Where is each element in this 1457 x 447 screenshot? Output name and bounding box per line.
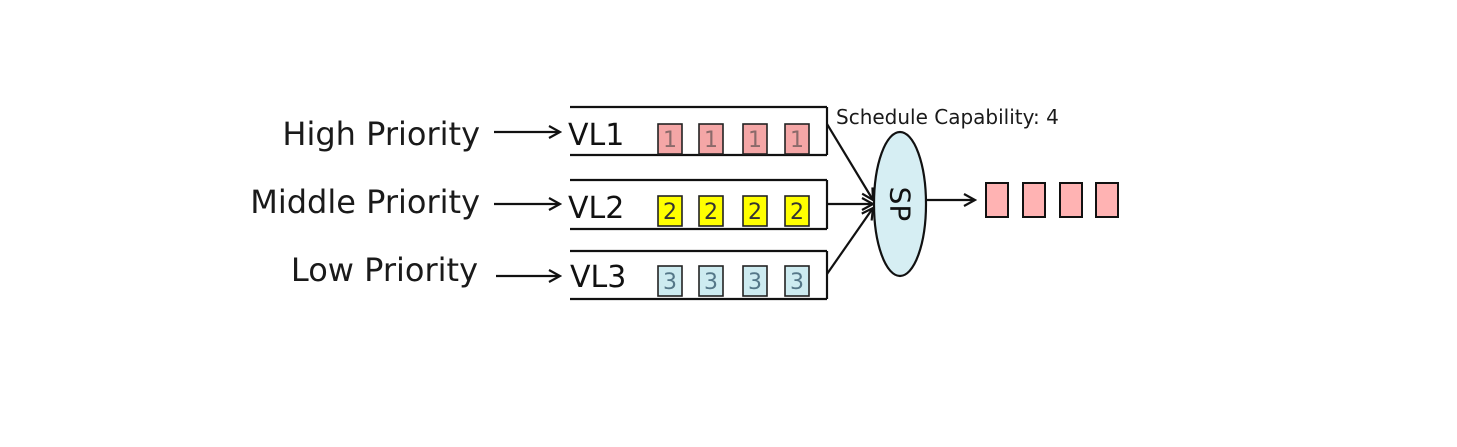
packet-vl1-1 xyxy=(657,123,683,155)
queue-row-vl3: Low Priority VL3 3 3 3 3 xyxy=(291,249,829,301)
connector-vl3-to-sp xyxy=(826,208,873,275)
packet-label-vl2-3: 2 xyxy=(748,200,762,225)
sp-label: SP xyxy=(884,187,917,222)
sp-scheduler xyxy=(872,130,928,278)
packets-vl2: 2 2 2 2 xyxy=(657,195,810,227)
queue-row-vl1: High Priority VL1 1 1 1 1 xyxy=(282,105,829,157)
packet-label-vl1-1: 1 xyxy=(663,128,677,153)
packets-vl1: 1 1 1 1 xyxy=(657,123,810,155)
queue-row-vl2: Middle Priority VL2 2 2 2 2 xyxy=(250,178,829,231)
packet-label-vl1-2: 1 xyxy=(704,128,718,153)
packet-vl3-1 xyxy=(657,265,683,297)
packet-label-vl2-2: 2 xyxy=(704,200,718,225)
output-packets xyxy=(985,182,1119,218)
queue-box-vl1 xyxy=(570,105,829,157)
vl-label-vl3: VL3 xyxy=(570,260,626,295)
packet-label-vl3-2: 3 xyxy=(704,270,718,295)
packet-vl2-3 xyxy=(742,195,768,227)
priority-label-middle: Middle Priority xyxy=(250,183,480,221)
packet-vl3-4 xyxy=(784,265,810,297)
priority-label-high: High Priority xyxy=(282,115,480,153)
packet-label-vl2-1: 2 xyxy=(663,200,677,225)
packet-vl2-1 xyxy=(657,195,683,227)
packet-label-vl3-3: 3 xyxy=(748,270,762,295)
packet-label-vl1-3: 1 xyxy=(748,128,762,153)
priority-label-low: Low Priority xyxy=(291,251,478,289)
packet-label-vl3-1: 3 xyxy=(663,270,677,295)
packet-label-vl1-4: 1 xyxy=(790,128,804,153)
packet-vl2-2 xyxy=(698,195,724,227)
output-packet-1 xyxy=(985,182,1009,218)
vl-label-vl1: VL1 xyxy=(568,118,624,153)
queue-box-vl3 xyxy=(570,249,829,301)
packet-vl3-2 xyxy=(698,265,724,297)
packet-label-vl2-4: 2 xyxy=(790,200,804,225)
packet-vl2-4 xyxy=(784,195,810,227)
schedule-capability-label: Schedule Capability: 4 xyxy=(836,105,1059,129)
packet-vl1-4 xyxy=(784,123,810,155)
connector-vl1-to-sp xyxy=(826,123,873,200)
packet-vl3-3 xyxy=(742,265,768,297)
output-packet-2 xyxy=(1022,182,1046,218)
packets-vl3: 3 3 3 3 xyxy=(657,265,810,297)
packet-vl1-2 xyxy=(698,123,724,155)
output-packet-3 xyxy=(1059,182,1083,218)
vl-label-vl2: VL2 xyxy=(568,191,624,226)
packet-label-vl3-4: 3 xyxy=(790,270,804,295)
packet-vl1-3 xyxy=(742,123,768,155)
output-packet-4 xyxy=(1095,182,1119,218)
